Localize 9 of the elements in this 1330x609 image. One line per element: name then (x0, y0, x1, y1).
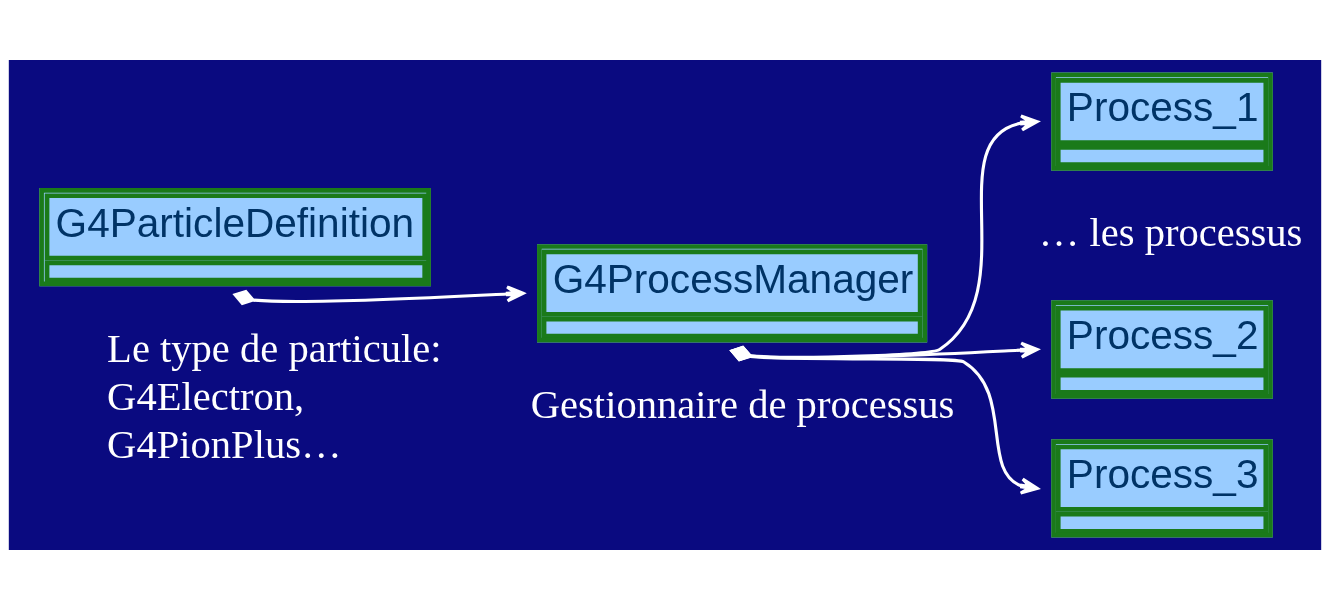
node-label: Gestionnaire de processus (530, 381, 955, 427)
arrow (729, 113, 1039, 361)
node-label: … les processus (1038, 209, 1303, 255)
node-label: Le type de particule: (107, 325, 442, 371)
node-label: G4Electron, (107, 373, 305, 419)
node-label: G4PionPlus… (107, 421, 342, 467)
arrow (729, 341, 1039, 362)
arrow (232, 284, 525, 305)
arrow (729, 345, 1039, 495)
